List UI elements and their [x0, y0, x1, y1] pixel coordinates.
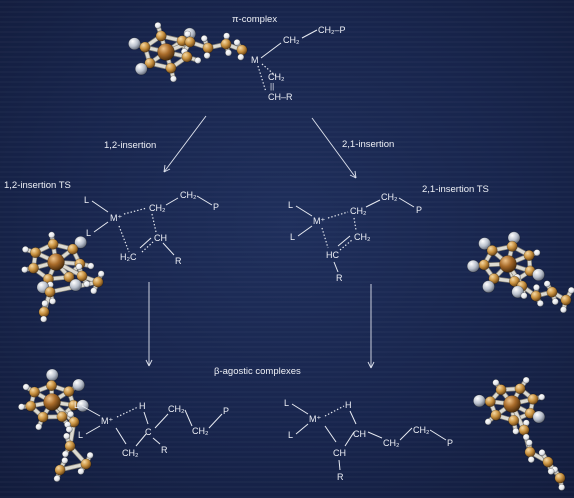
ch2-label: CH₂ — [168, 404, 185, 414]
ch-label: CH — [333, 448, 346, 458]
ch2-olefin-label: CH₂ — [268, 72, 285, 82]
ts-12-label: 1,2-insertion TS — [4, 180, 71, 191]
h2c-label: H₂C — [120, 252, 137, 262]
agostic-21-structure: L L M⁺ H CH CH CH₂ CH₂ P R — [284, 398, 453, 482]
ligand-l-label: L — [84, 195, 89, 205]
ch2-label: CH₂ — [149, 203, 166, 213]
ch2-label: CH₂ — [354, 232, 371, 242]
metal-plus-label: M⁺ — [309, 414, 321, 424]
ch2-label: CH₂ — [283, 35, 300, 45]
insertion-12-label: 1,2-insertion — [104, 140, 156, 151]
ts-12-ball-and-stick-model — [21, 231, 105, 323]
ch-r-label: CH–R — [268, 92, 293, 102]
ch2-label: CH₂ — [180, 190, 197, 200]
polymer-p-label: P — [416, 205, 422, 215]
ligand-l-label: L — [290, 232, 295, 242]
polymer-p-label: P — [223, 406, 229, 416]
r-group-label: R — [161, 445, 168, 455]
ts-21-structure: L L M⁺ CH₂ CH₂ P CH₂ HC R — [288, 192, 422, 283]
ch2-p-label: CH₂–P — [318, 25, 346, 35]
carbon-label: C — [145, 427, 152, 437]
double-bond-symbol: || — [270, 82, 274, 91]
metal-plus-label: M⁺ — [313, 216, 325, 226]
ligand-l-label: L — [284, 398, 289, 408]
insertion-21-label: 2,1-insertion — [342, 139, 394, 150]
ch2-label: CH₂ — [413, 425, 430, 435]
agostic-12-ball-and-stick-model — [18, 368, 94, 483]
ligand-l-label: L — [74, 400, 79, 410]
beta-agostic-label: β-agostic complexes — [214, 366, 301, 377]
ch2-label: CH₂ — [122, 448, 139, 458]
ts-21-ball-and-stick-model — [466, 231, 574, 314]
agostic-h-label: H — [345, 400, 352, 410]
ch2-label: CH₂ — [381, 192, 398, 202]
ch2-label: CH₂ — [350, 206, 367, 216]
ts-21-label: 2,1-insertion TS — [422, 184, 489, 195]
ligand-l-label: L — [78, 430, 83, 440]
polymer-p-label: P — [213, 202, 219, 212]
r-group-label: R — [175, 256, 182, 266]
ch-label: CH — [353, 429, 366, 439]
metal-label: M — [251, 55, 259, 65]
agostic-21-ball-and-stick-model — [473, 376, 566, 491]
polymer-p-label: P — [447, 438, 453, 448]
ligand-l-label: L — [86, 228, 91, 238]
ligand-l-label: L — [288, 430, 293, 440]
agostic-12-structure: L L M⁺ H CH₂ C CH₂ CH₂ P R — [74, 400, 229, 458]
reaction-arrows — [145, 115, 375, 369]
ch-label: CH — [154, 233, 167, 243]
metal-plus-label: M⁺ — [101, 416, 113, 426]
r-group-label: R — [337, 472, 344, 482]
pi-complex-ball-and-stick-model — [128, 21, 248, 83]
ts-12-structure: L L M⁺ CH₂ CH₂ P CH H₂C R — [84, 190, 219, 266]
r-group-label: R — [336, 273, 343, 283]
pi-complex-label: π-complex — [232, 14, 277, 25]
ch2-label: CH₂ — [383, 438, 400, 448]
hc-label: HC — [326, 250, 339, 260]
ligand-l-label: L — [288, 200, 293, 210]
metal-plus-label: M⁺ — [110, 213, 122, 223]
pi-complex-structure: π-complex M CH₂ CH₂–P CH₂ || CH–R — [232, 14, 346, 102]
agostic-h-label: H — [139, 401, 146, 411]
ch2-label: CH₂ — [192, 426, 209, 436]
